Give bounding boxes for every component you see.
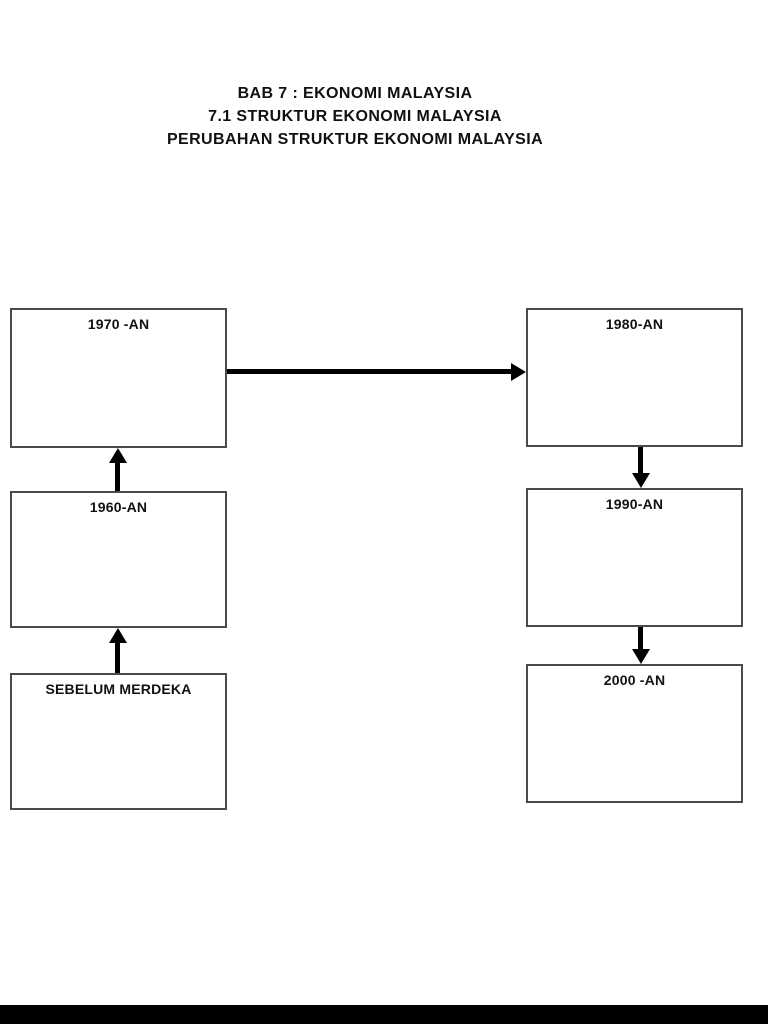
arrow-sebelum-to-1960: [109, 628, 127, 673]
arrow-1970-to-1980: [227, 363, 526, 381]
box-2000-an: 2000 -AN: [526, 664, 743, 803]
document-title: BAB 7 : EKONOMI MALAYSIA 7.1 STRUKTUR EK…: [0, 82, 710, 151]
arrow-down-icon: [632, 649, 650, 664]
title-line-3: PERUBAHAN STRUKTUR EKONOMI MALAYSIA: [166, 131, 544, 148]
arrow-right-icon: [511, 363, 526, 381]
arrow-1990-to-2000: [632, 627, 650, 664]
box-label: 1970 -AN: [87, 316, 150, 332]
box-label: 1960-AN: [89, 499, 148, 515]
box-label: 2000 -AN: [603, 672, 666, 688]
bottom-bar: [0, 1005, 768, 1024]
arrow-down-icon: [632, 473, 650, 488]
box-1980-an: 1980-AN: [526, 308, 743, 447]
box-label: 1990-AN: [605, 496, 664, 512]
arrow-up-icon: [109, 628, 127, 643]
box-1960-an: 1960-AN: [10, 491, 227, 628]
arrow-1980-to-1990: [632, 447, 650, 488]
box-1990-an: 1990-AN: [526, 488, 743, 627]
arrow-up-icon: [109, 448, 127, 463]
title-line-1: BAB 7 : EKONOMI MALAYSIA: [237, 85, 473, 102]
box-label: SEBELUM MERDEKA: [45, 681, 192, 697]
arrow-1960-to-1970: [109, 448, 127, 491]
box-1970-an: 1970 -AN: [10, 308, 227, 448]
box-sebelum-merdeka: SEBELUM MERDEKA: [10, 673, 227, 810]
title-line-2: 7.1 STRUKTUR EKONOMI MALAYSIA: [208, 108, 502, 125]
box-label: 1980-AN: [605, 316, 664, 332]
